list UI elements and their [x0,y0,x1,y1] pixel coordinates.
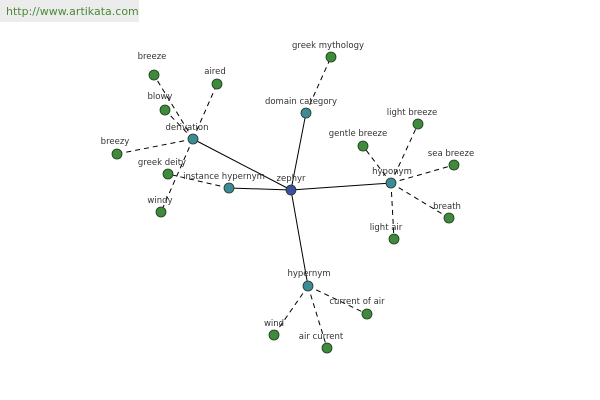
label-center: zephyr [277,174,307,184]
node-windy[interactable] [155,206,167,218]
label-instance-hypernym: instance hypernym [183,172,265,182]
graph-edges [116,56,455,349]
label-greek-deity: greek deity [138,158,186,168]
edge-sea-breeze [390,164,455,184]
label-hyponym: hyponym [372,167,412,177]
node-center[interactable] [285,184,297,196]
label-light-air: light air [370,223,403,233]
watermark-url[interactable]: http://www.artikata.com [6,4,139,18]
edge-air-current [307,285,328,349]
node-breezy[interactable] [111,148,123,160]
watermark-url-box: http://www.artikata.com [0,0,139,22]
edge-gentle-breeze [362,145,392,184]
edge-wind [273,285,309,336]
node-light-breeze[interactable] [412,118,424,130]
edge-light-air [390,182,395,240]
label-hypernym: hypernym [287,269,330,279]
edge-breezy [116,138,194,155]
label-blowy: blowy [148,92,173,102]
label-greek-mythology: greek mythology [292,41,364,51]
label-current-of-air: current of air [329,297,385,307]
graph-labels: zephyr derivation domain category hyponym in… [101,41,475,342]
label-aired: aired [204,67,226,77]
edge-light-breeze [390,123,419,184]
node-domain-category[interactable] [300,107,312,119]
label-gentle-breeze: gentle breeze [329,129,388,139]
edge-blowy [164,109,194,140]
node-blowy[interactable] [159,104,171,116]
label-domain-category: domain category [265,97,337,107]
node-current-of-air[interactable] [361,308,373,320]
node-derivation[interactable] [187,133,199,145]
edge-current-of-air [307,285,368,315]
edge-aired [192,83,218,140]
node-air-current[interactable] [321,342,333,354]
label-breeze: breeze [138,52,167,62]
edge-breeze [153,74,194,140]
label-derivation: derivation [165,123,208,133]
edge-breath [390,182,450,219]
label-light-breeze: light breeze [387,108,437,118]
label-breath: breath [433,202,461,212]
label-windy: windy [147,196,172,206]
node-hypernym[interactable] [302,280,314,292]
node-aired[interactable] [211,78,223,90]
edge-greek-mythology [305,56,332,114]
edge-greek-deity [167,173,230,189]
node-instance-hypernym[interactable] [223,182,235,194]
graph-nodes [111,51,460,354]
edge-instance-hypernym [228,187,292,191]
label-breezy: breezy [101,137,130,147]
edge-derivation [192,138,292,191]
edge-domain-category [290,112,307,191]
label-wind: wind [264,319,284,329]
node-hyponym[interactable] [385,177,397,189]
node-greek-deity[interactable] [162,168,174,180]
edge-windy [160,138,194,213]
edge-hyponym [290,182,392,191]
node-gentle-breeze[interactable] [357,140,369,152]
edge-hypernym [290,189,309,287]
label-air-current: air current [299,332,344,342]
node-wind[interactable] [268,329,280,341]
node-light-air[interactable] [388,233,400,245]
node-breeze[interactable] [148,69,160,81]
label-sea-breeze: sea breeze [428,149,474,159]
node-sea-breeze[interactable] [448,159,460,171]
node-breath[interactable] [443,212,455,224]
node-greek-mythology[interactable] [325,51,337,63]
